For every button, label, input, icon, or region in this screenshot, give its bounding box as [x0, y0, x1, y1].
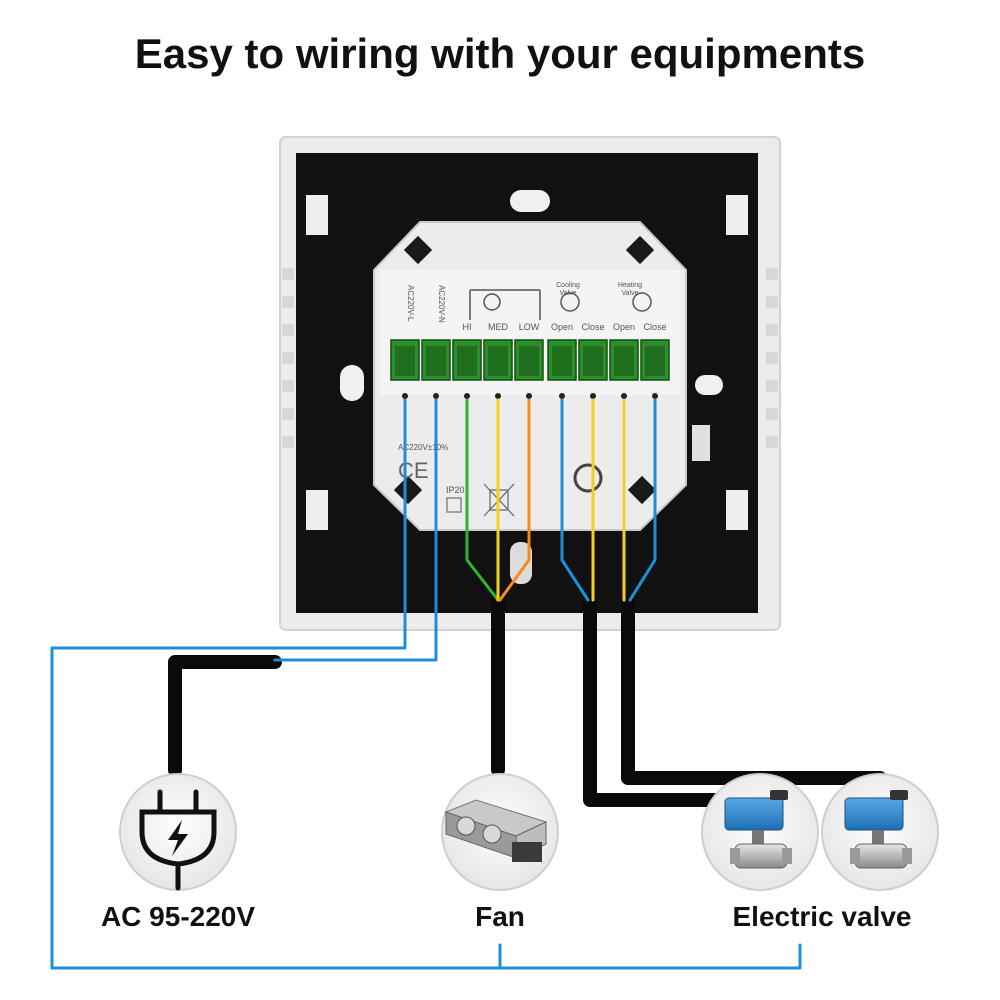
terminal-label-3: HI: [463, 322, 472, 332]
terminal-screw-8: [614, 346, 634, 376]
terminal-hole-4: [495, 393, 501, 399]
ip-rating: IP20: [446, 485, 465, 495]
terminal-hole-1: [402, 393, 408, 399]
wire-live: [50, 398, 802, 970]
power-cable: [168, 655, 282, 777]
terminal-screw-7: [583, 346, 603, 376]
valve-cable-2: [621, 593, 887, 785]
voltage-rating: AC220V±10%: [398, 443, 448, 452]
page-title: Easy to wiring with your equipments: [134, 30, 866, 77]
fan-symbol-icon: [469, 289, 541, 320]
fan-coil-unit-icon: [441, 773, 559, 891]
terminal-hole-8: [621, 393, 627, 399]
wire-hi: [465, 398, 500, 602]
wire-low: [498, 398, 531, 602]
terminal-label-2: AC220V-N: [437, 285, 446, 323]
power-label: AC 95-220V: [101, 901, 255, 932]
electric-valve-icon-2: [821, 773, 939, 891]
terminal-hole-7: [590, 393, 596, 399]
power-plug-icon: [119, 773, 237, 891]
terminal-label-5: LOW: [519, 322, 540, 332]
double-insulation-icon: [446, 497, 462, 513]
terminal-screw-2: [426, 346, 446, 376]
wire-cool-open: [560, 398, 590, 602]
terminal-label-7: Close: [581, 322, 604, 332]
terminal-labels: AC220V-L AC220V-N HI MED LOW Open Close Open Clo…: [406, 285, 667, 332]
valve-cable-1: [583, 593, 737, 807]
terminal-block: [390, 339, 670, 399]
terminal-label-4: MED: [488, 322, 509, 332]
heating-valve-symbol-icon: [632, 292, 652, 312]
electric-valve-label: Electric valve: [732, 901, 911, 932]
terminal-label-9: Close: [643, 322, 666, 332]
wire-neutral: [273, 398, 438, 662]
terminal-screw-6: [552, 346, 572, 376]
terminal-screw-3: [457, 346, 477, 376]
terminal-screw-5: [519, 346, 539, 376]
heating-valve-label-2: Valve: [622, 290, 639, 297]
terminal-screw-4: [488, 346, 508, 376]
wiring: [50, 398, 887, 970]
terminal-hole-6: [559, 393, 565, 399]
wire-heat-close: [628, 398, 657, 602]
terminal-screw-9: [645, 346, 665, 376]
terminal-hole-5: [526, 393, 532, 399]
ce-mark: CE: [398, 458, 429, 483]
terminal-screw-1: [395, 346, 415, 376]
terminal-hole-3: [464, 393, 470, 399]
cooling-valve-symbol-icon: [560, 292, 580, 312]
terminal-hole-9: [652, 393, 658, 399]
electric-valve-icon-1: [701, 773, 819, 891]
cooling-valve-label-2: Valve: [560, 290, 577, 297]
terminal-hole-2: [433, 393, 439, 399]
heating-valve-label-1: Heating: [618, 282, 642, 289]
terminal-label-1: AC220V-L: [406, 285, 415, 322]
terminal-label-8: Open: [613, 322, 635, 332]
terminal-label-6: Open: [551, 322, 573, 332]
fan-label: Fan: [475, 901, 525, 932]
cooling-valve-label-1: Cooling: [556, 282, 580, 289]
